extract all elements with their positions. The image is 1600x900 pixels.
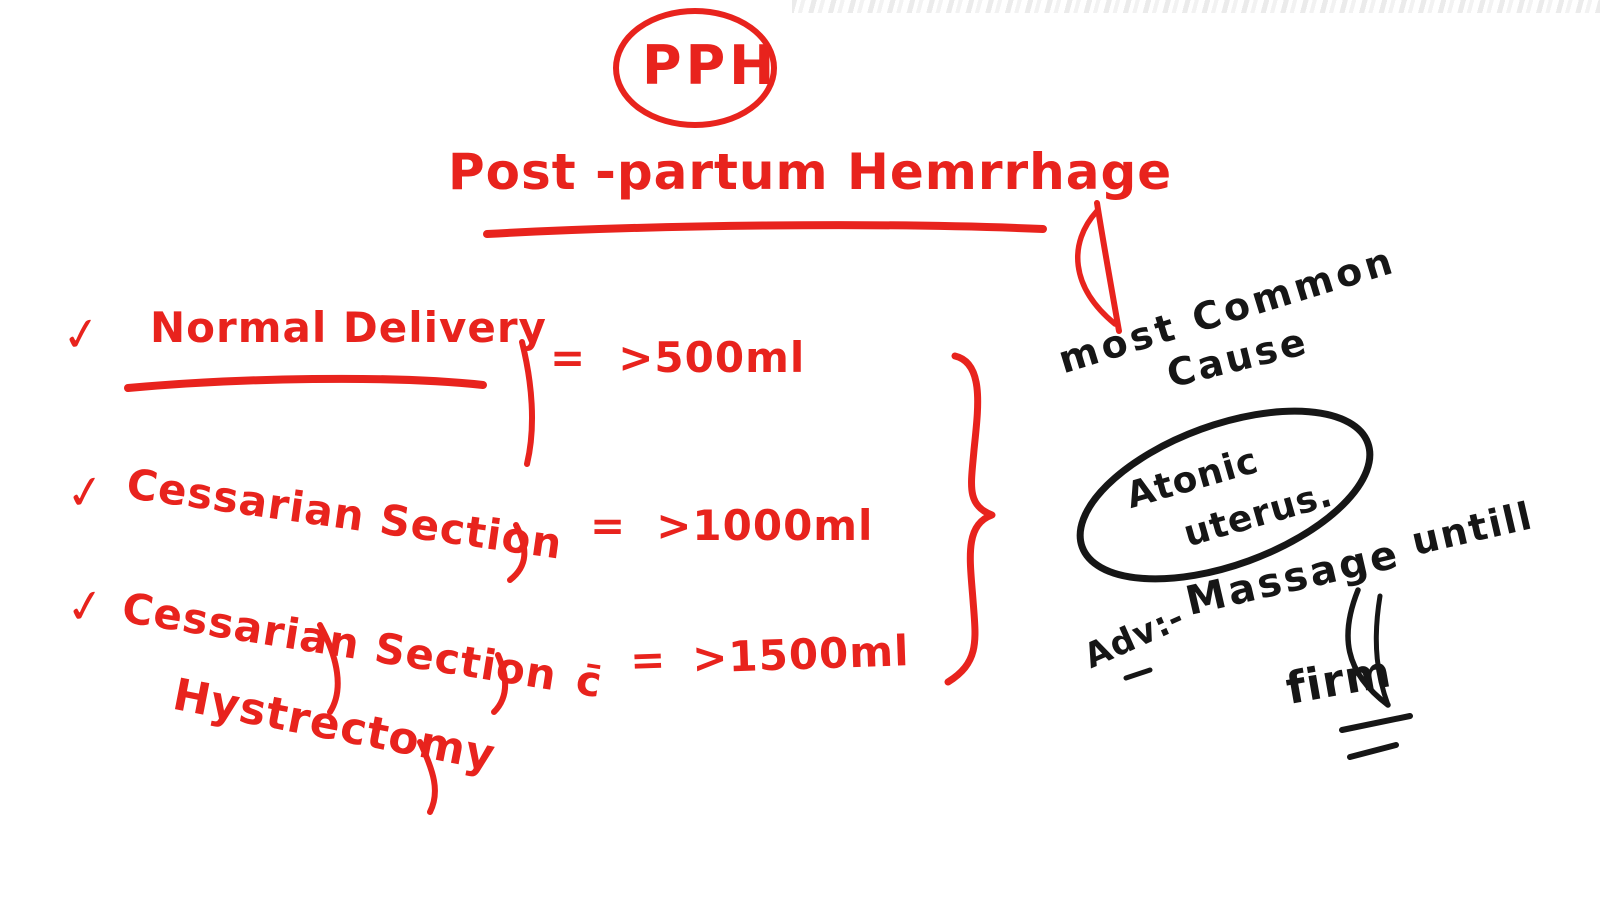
- atonic-uterus-circle: [1076, 407, 1374, 583]
- equals-sign: =: [550, 333, 587, 382]
- firm-underline-2: [1347, 742, 1399, 760]
- delivery-descender-stroke: [519, 339, 535, 467]
- list-brace: [944, 352, 996, 686]
- list-item-value: = >1000ml: [590, 501, 874, 550]
- volume-value: >500ml: [618, 333, 806, 382]
- list-item-value: = >500ml: [550, 333, 806, 382]
- checkmark-icon: ✓: [62, 576, 110, 636]
- page-title: Post -partum Hemrrhage: [448, 143, 1173, 201]
- checkmark-icon: ✓: [62, 462, 110, 522]
- section-tail-stroke: [507, 522, 528, 583]
- title-underline: [483, 221, 1047, 238]
- top-edge-artifact: [792, 0, 1600, 13]
- adv-underline-dash: [1123, 667, 1153, 681]
- down-arrow: [1094, 200, 1122, 334]
- equals-sign: =: [629, 634, 668, 685]
- firm-underline-1: [1339, 713, 1413, 733]
- volume-value: >1000ml: [656, 501, 874, 550]
- equals-sign: =: [590, 501, 627, 550]
- section-tail-stroke-2: [491, 652, 509, 715]
- flourish-stroke-left: [1345, 587, 1391, 708]
- normal-delivery-underline: [124, 374, 487, 392]
- cessarian-tail-stroke: [317, 622, 341, 715]
- flourish-stroke-right: [1373, 593, 1391, 708]
- pph-abbreviation: PPH: [642, 34, 779, 97]
- down-arrow-barb: [1075, 208, 1118, 327]
- volume-value: >1500ml: [691, 626, 911, 683]
- hystrectomy-tail-stroke: [417, 739, 438, 815]
- checkmark-icon: ✓: [58, 304, 106, 364]
- list-item-label: Normal Delivery: [150, 303, 547, 352]
- pph-circle: [613, 8, 777, 128]
- list-item-value: = >1500ml: [629, 626, 911, 685]
